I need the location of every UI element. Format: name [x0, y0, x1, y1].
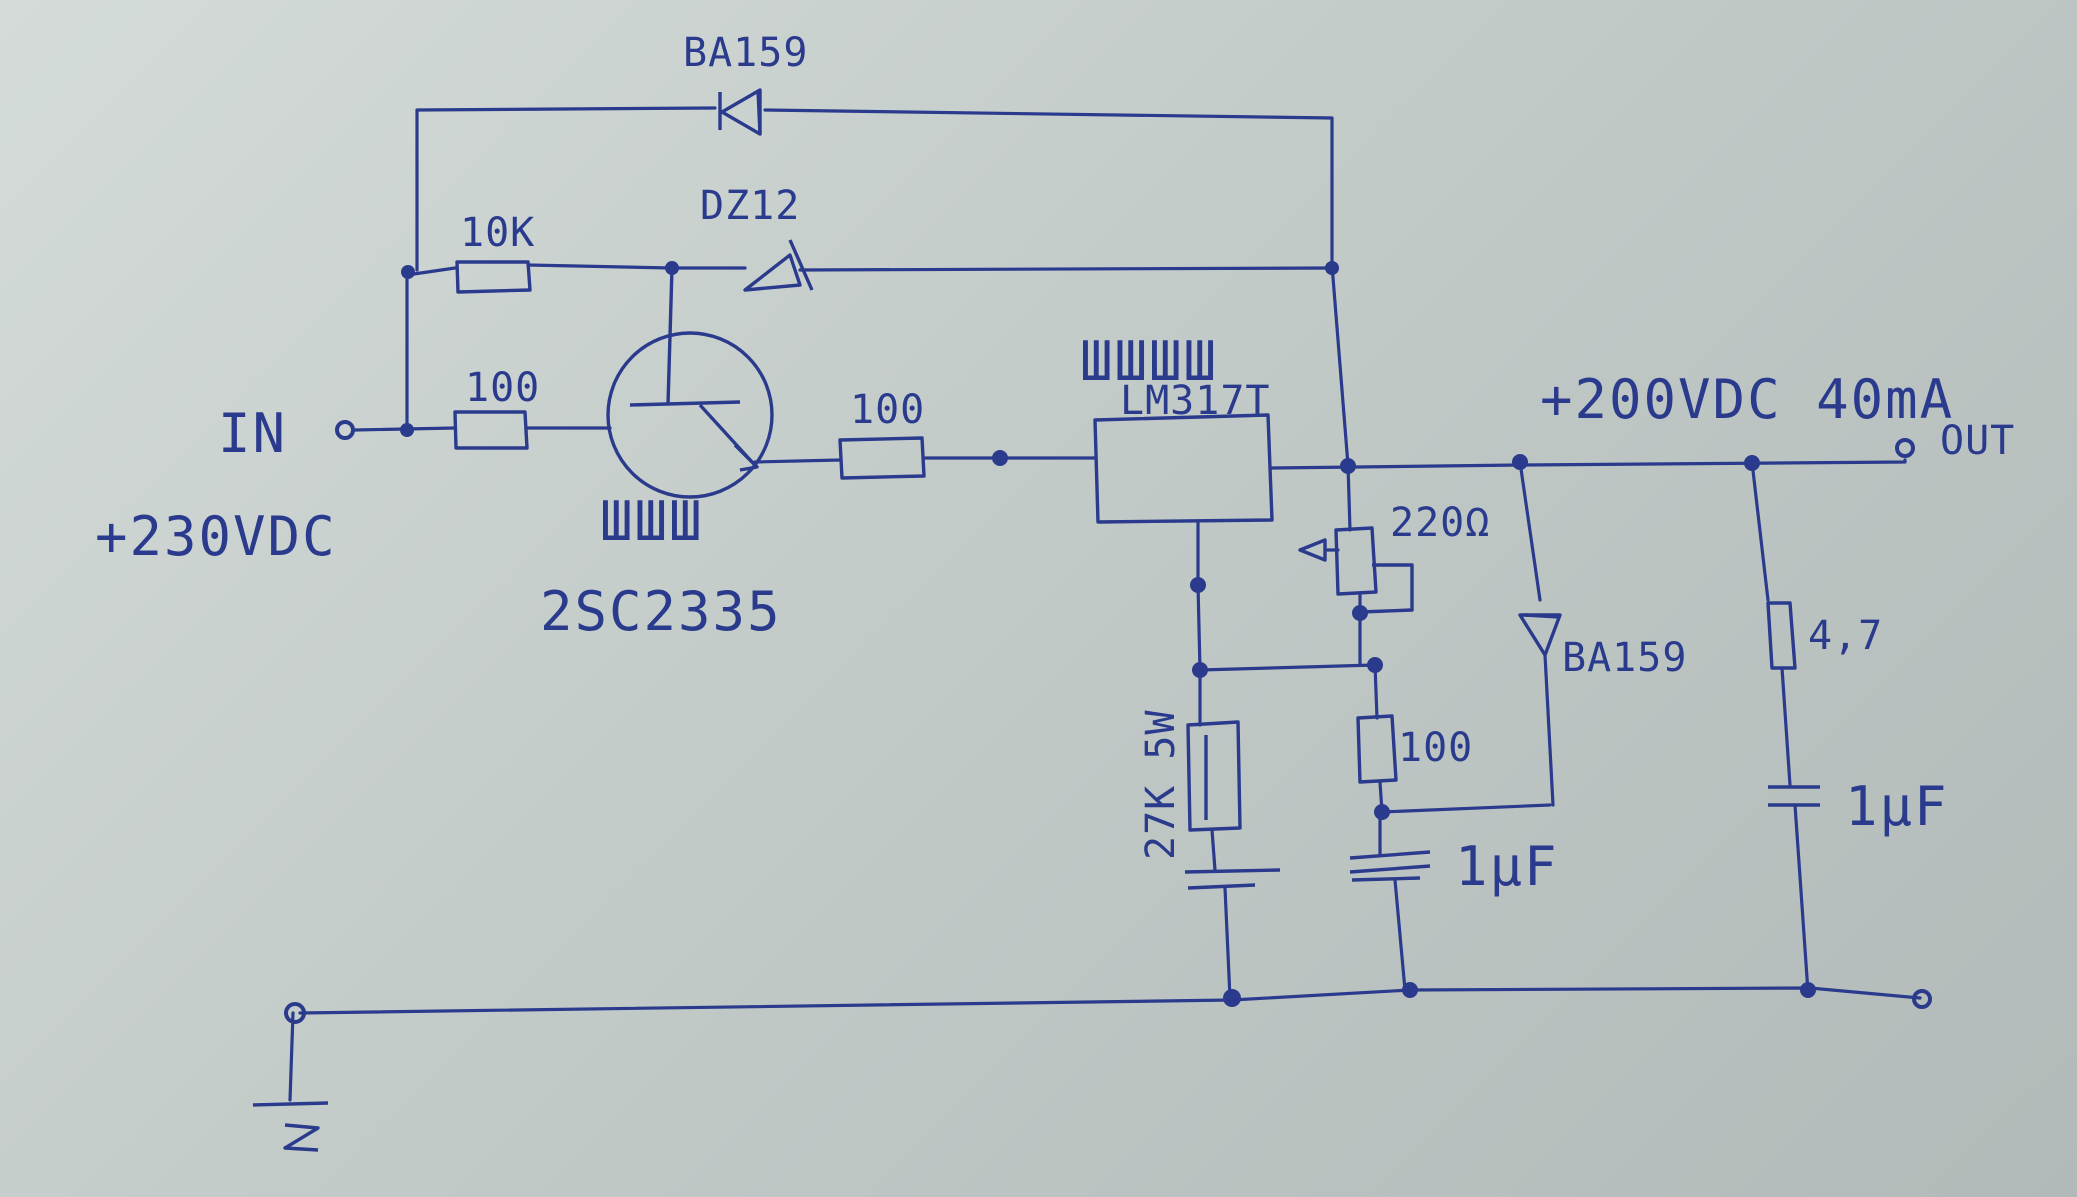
resistor-27k-5w — [1184, 720, 1281, 1000]
transistor-2sc2335 — [606, 267, 842, 499]
terminal-in — [335, 420, 355, 440]
label-diode-right: BA159 — [1562, 635, 1688, 681]
label-resistor-mid: 100 — [850, 387, 926, 433]
label-output-voltage: +200VDC 40mA — [1540, 368, 1955, 431]
trimmer-220 — [1298, 463, 1414, 667]
label-regulator: LM317T — [1120, 378, 1271, 424]
label-trimmer: 220Ω — [1390, 500, 1491, 546]
label-cap-out: 1µF — [1845, 775, 1949, 838]
resistor-4-7 — [1750, 460, 1797, 787]
wire-10k-row — [405, 263, 1334, 277]
label-cap-adj: 1µF — [1455, 835, 1559, 898]
terminal-in-ground — [284, 1002, 306, 1024]
label-transistor: 2SC2335 — [540, 580, 782, 643]
junction-dots — [400, 261, 1816, 1007]
capacitor-1uf-adj — [1349, 850, 1431, 992]
capacitor-1uf-out — [1768, 785, 1820, 994]
resistor-100-in — [453, 410, 529, 450]
label-diode-top: BA159 — [683, 30, 809, 76]
label-zener: DZ12 — [700, 183, 801, 229]
label-resistor-in: 100 — [465, 365, 541, 411]
diode-ba159-top — [718, 88, 762, 136]
label-input-voltage: +230VDC — [95, 505, 337, 568]
label-regulator-heatsink: ШШШШ — [1080, 330, 1219, 393]
zener-dz12 — [743, 239, 814, 292]
wire-adj — [1196, 583, 1377, 727]
resistor-100-mid — [838, 436, 1097, 480]
label-out: OUT — [1940, 418, 2016, 464]
label-in: IN — [218, 402, 288, 465]
resistor-10k — [455, 260, 532, 294]
diode-ba159-right — [1518, 460, 1562, 807]
label-resistor-10k: 10K — [460, 210, 536, 256]
terminal-out-ground — [1912, 989, 1932, 1009]
wire-top — [415, 106, 1334, 272]
regulator-lm317t — [1093, 413, 1907, 587]
label-resistor-adj: 100 — [1398, 725, 1474, 771]
wire-feedback — [1330, 263, 1350, 467]
label-resistor-out: 4,7 — [1808, 613, 1884, 659]
label-resistor-27k: 27K 5W — [1138, 709, 1184, 861]
label-transistor-heatsink: ШШШ — [600, 490, 704, 553]
ground-rail — [252, 986, 1922, 1152]
terminal-out — [1895, 438, 1915, 458]
